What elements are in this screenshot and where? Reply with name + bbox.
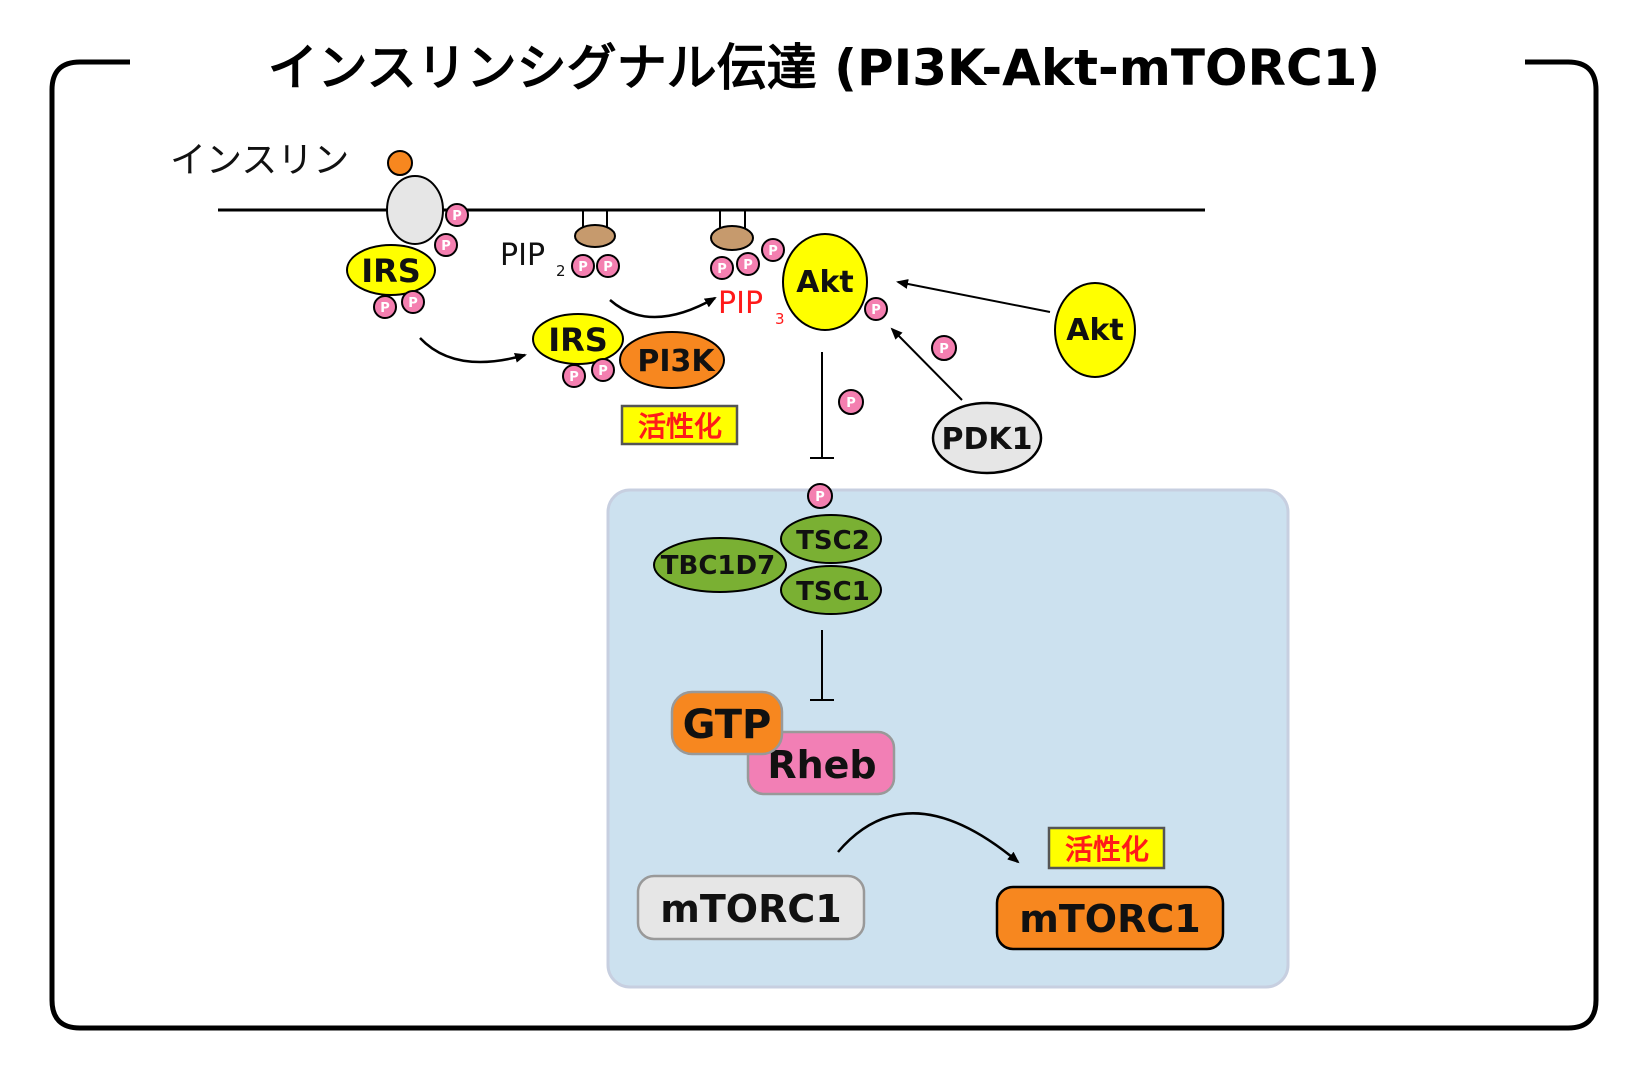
akt-membrane-protein (782, 233, 868, 331)
mtorc1-active (995, 885, 1225, 951)
pip3-label: PIP (718, 286, 763, 321)
pip2-lipid (574, 210, 616, 248)
svg-text:P: P (408, 296, 418, 311)
svg-text:P: P (768, 244, 778, 259)
svg-text:P: P (603, 260, 613, 275)
tsc1-protein (780, 565, 882, 615)
svg-text:P: P (578, 260, 588, 275)
svg-text:P: P (743, 258, 753, 273)
svg-text:P: P (598, 364, 608, 379)
irs-complex-label: IRS (548, 321, 608, 359)
receptor-phospho-2: P (434, 233, 458, 257)
arrow-akt-recruitment (896, 279, 1051, 313)
outer-frame (49, 59, 1599, 1031)
pi3k-label: PI3K (637, 344, 716, 379)
pi3k-protein (619, 331, 725, 389)
akt-transfer-phospho: P (838, 389, 864, 415)
diagram-title: インスリンシグナル伝達 (PI3K-Akt-mTORC1) (268, 39, 1381, 97)
pi3k-activation-badge: 活性化 (620, 404, 739, 446)
tsc2-protein (780, 514, 882, 564)
irs-protein (346, 244, 436, 296)
svg-text:P: P (452, 209, 462, 224)
svg-text:P: P (846, 396, 856, 411)
arrow-pdk1-to-akt (890, 327, 963, 401)
tsc1-label: TSC1 (796, 577, 870, 607)
pip3-phospho-2: P (736, 252, 760, 276)
svg-text:P: P (717, 262, 727, 277)
pip3-subscript: 3 (775, 310, 785, 328)
irs-label: IRS (361, 252, 421, 290)
arrow-mtorc1-activation (837, 812, 1020, 864)
akt-cytoplasm-label: Akt (1066, 313, 1124, 348)
irs-complex-phospho-1: P (562, 364, 586, 388)
akt-phospho: P (864, 297, 888, 321)
tsc2-phospho: P (807, 483, 833, 509)
svg-text:P: P (939, 342, 949, 357)
pi3k-activation-text: 活性化 (638, 410, 722, 443)
title-backdrop (255, 39, 1393, 97)
rheb-label: Rheb (767, 743, 876, 787)
pip2-subscript: 2 (556, 262, 566, 280)
mtorc1-inactive (636, 874, 866, 941)
akt-cytoplasm-protein (1054, 282, 1136, 378)
inhibition-akt-to-tsc (810, 352, 834, 459)
pip2-phospho-1: P (571, 254, 595, 278)
svg-text:P: P (871, 303, 881, 318)
mtorc1-active-label: mTORC1 (1019, 897, 1200, 941)
irs-complex-protein (532, 313, 624, 365)
irs-phospho-2: P (401, 290, 425, 314)
pip2-label: PIP (500, 238, 545, 273)
svg-text:P: P (815, 490, 825, 505)
mtorc1-activation-text: 活性化 (1065, 833, 1149, 866)
pip3-phospho-3: P (761, 238, 785, 262)
mtorc1-activation-badge: 活性化 (1047, 826, 1166, 870)
pip2-phospho-2: P (596, 254, 620, 278)
gtp-molecule (670, 690, 784, 756)
svg-text:P: P (380, 301, 390, 316)
insulin-receptor (386, 175, 444, 245)
inhibition-tsc-to-rheb (810, 630, 834, 701)
pdk1-label: PDK1 (941, 422, 1032, 457)
tbc1d7-protein (653, 537, 787, 593)
mtorc1-inactive-label: mTORC1 (660, 887, 841, 931)
tbc1d7-label: TBC1D7 (661, 551, 775, 581)
gtp-label: GTP (683, 702, 772, 748)
pip3-lipid (710, 210, 754, 251)
pip3-phospho-1: P (710, 256, 734, 280)
insulin-molecule (387, 150, 413, 176)
svg-text:P: P (569, 370, 579, 385)
svg-text:P: P (441, 239, 451, 254)
irs-complex-phospho-2: P (591, 358, 615, 382)
rheb-protein (746, 730, 896, 796)
pdk1-phospho: P (931, 335, 957, 361)
irs-phospho-1: P (373, 295, 397, 319)
receptor-phospho-1: P (445, 203, 469, 227)
arrow-pip2-to-pip3 (609, 296, 717, 319)
pdk1-protein (931, 401, 1043, 475)
tsc2-label: TSC2 (796, 526, 870, 556)
akt-membrane-label: Akt (796, 265, 854, 300)
arrow-irs-to-pi3k (419, 337, 527, 364)
insulin-label: インスリン (170, 140, 349, 181)
